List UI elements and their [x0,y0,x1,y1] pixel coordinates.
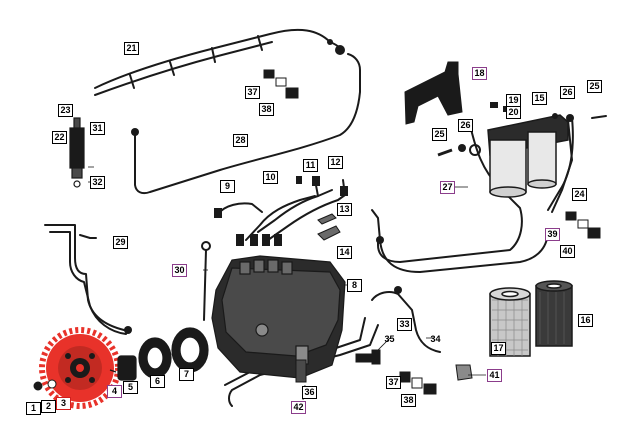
callout-26-left: 26 [458,119,473,132]
fuel-injector [69,117,85,188]
injector-pipe-1 [217,202,263,215]
callout-35: 35 [384,334,395,344]
callout-7: 7 [179,368,194,381]
callout-29: 29 [113,236,128,249]
callout-6: 6 [150,375,165,388]
dipstick [203,249,207,321]
injector-line-set [94,28,331,89]
dual-fuel-filter-head [487,114,569,198]
filter-element [489,287,531,357]
return-line [134,53,361,195]
callout-24: 24 [572,188,587,201]
line-clips [317,213,341,241]
callout-11: 11 [303,159,318,172]
feed-line-left [44,224,125,331]
callout-40: 40 [560,245,575,258]
callout-39: 39 [545,228,560,241]
callout-37-bottom: 37 [386,376,401,389]
callout-38-top: 38 [259,103,274,116]
injector-pipe-3 [257,189,333,233]
return-line-right [371,291,441,353]
callout-25-left: 25 [432,128,447,141]
callout-12: 12 [328,156,343,169]
callout-33: 33 [397,318,412,331]
filter-cartridge [535,280,573,347]
callout-15: 15 [532,92,547,105]
callout-13: 13 [337,203,352,216]
callout-42: 42 [291,401,306,414]
callout-22: 22 [52,131,67,144]
callout-31: 31 [90,122,105,135]
callout-25-right: 25 [587,80,602,93]
callout-1: 1 [26,402,41,415]
callout-30: 30 [172,264,187,277]
injection-pump [211,255,346,379]
callout-14: 14 [337,246,352,259]
callout-2: 2 [41,400,56,413]
callout-26-right: 26 [560,86,575,99]
callout-5: 5 [123,381,138,394]
injector-line-set-lower [94,41,273,96]
callout-16: 16 [578,314,593,327]
callout-27: 27 [440,181,455,194]
callout-9: 9 [220,180,235,193]
callout-38-bottom: 38 [401,394,416,407]
callout-41: 41 [487,369,502,382]
injector-pipe-4 [267,194,346,241]
callout-28: 28 [233,134,248,147]
callout-32: 32 [90,176,105,189]
callout-37-top: 37 [245,86,260,99]
injector-pipe-2 [245,195,316,241]
callout-36: 36 [302,386,317,399]
filter-feed-line [377,124,523,263]
line-bracket [455,364,473,381]
callout-17: 17 [491,342,506,355]
filter-bracket [404,61,463,125]
coupling-hub [117,355,137,381]
callout-23: 23 [58,104,73,117]
callout-34: 34 [430,334,441,344]
callout-3: 3 [56,397,71,410]
callout-10: 10 [263,171,278,184]
callout-8: 8 [347,279,362,292]
callout-4: 4 [107,385,122,398]
callout-21: 21 [124,42,139,55]
callout-20: 20 [506,106,521,119]
callout-18: 18 [472,67,487,80]
